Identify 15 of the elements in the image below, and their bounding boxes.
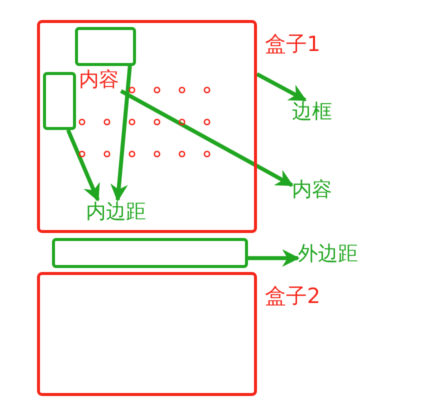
arrow — [256, 72, 307, 102]
arrow — [120, 89, 294, 187]
content-text: 内容 — [79, 68, 119, 90]
spacing-box — [52, 238, 248, 268]
arrow — [248, 249, 300, 267]
annotation-label: 边框 — [292, 100, 332, 122]
annotation-label: 外边距 — [298, 242, 358, 264]
spacing-box — [43, 72, 76, 130]
box-heading: 盒子1 — [265, 33, 320, 55]
arrow — [110, 66, 132, 202]
annotation-label: 内容 — [292, 178, 332, 200]
box-heading: 盒子2 — [265, 285, 320, 307]
spacing-box — [75, 27, 136, 66]
arrow — [66, 129, 100, 202]
annotation-label: 内边距 — [86, 200, 146, 222]
